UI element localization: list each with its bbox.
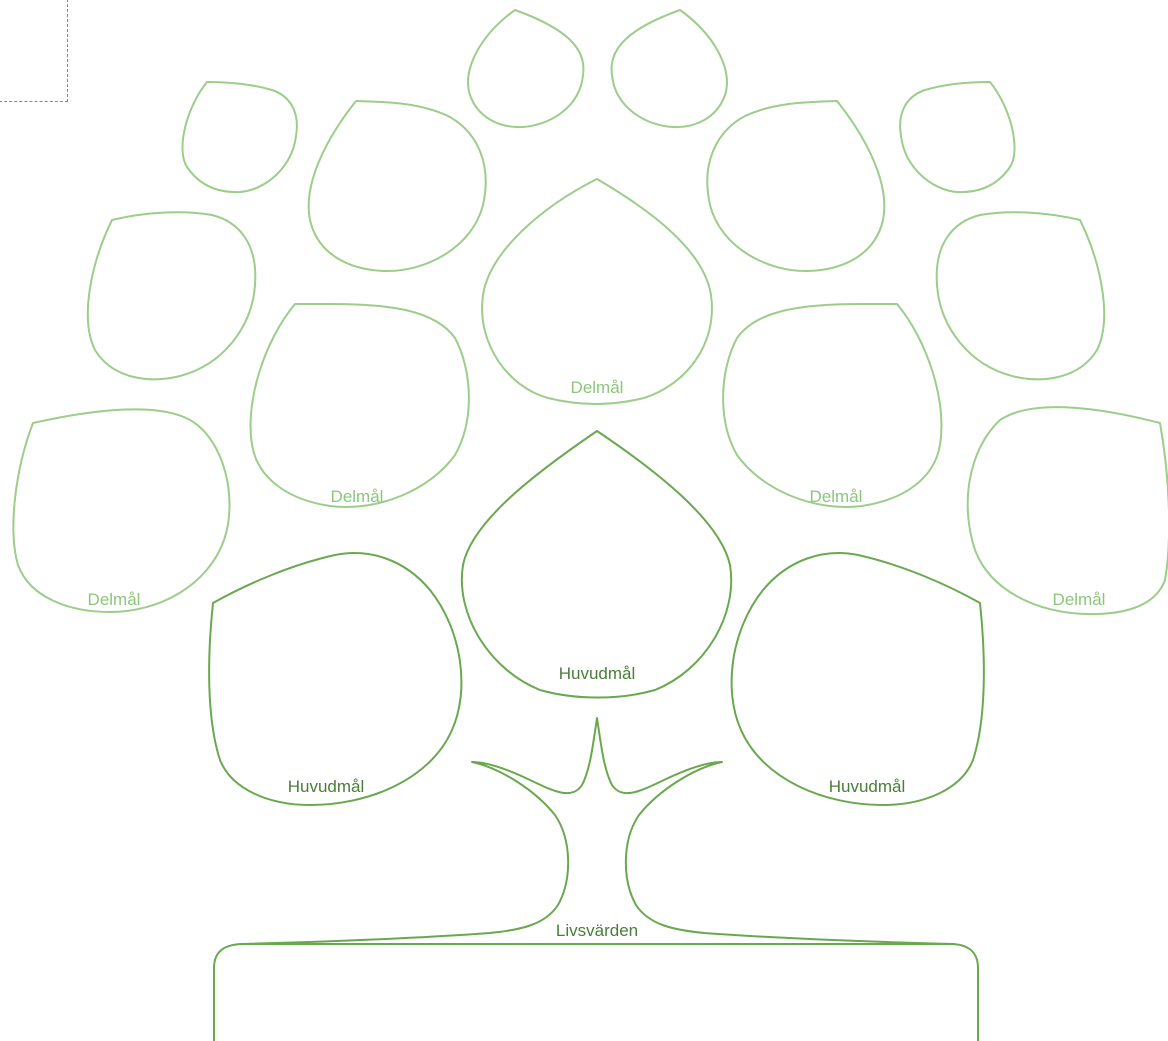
subgoal-label-far-right: Delmål: [1053, 590, 1106, 609]
leaf-upper-left: [309, 101, 486, 271]
leaf-mid-right-outer: [937, 212, 1104, 379]
leaf-subgoal-far-right: [968, 407, 1168, 614]
subgoal-label-center: Delmål: [571, 378, 624, 397]
main-goal-label-left: Huvudmål: [288, 777, 365, 796]
leaf-subgoal-left: [251, 304, 469, 507]
leaf-top-right-small: [900, 82, 1014, 192]
leaf-subgoal-right: [723, 304, 941, 507]
leaf-main-right: [732, 553, 984, 805]
main-goal-label-center: Huvudmål: [559, 664, 636, 683]
leaf-main-center: [462, 431, 731, 698]
life-values-box: [214, 944, 978, 1041]
leaf-top-left-small: [182, 82, 296, 192]
leaf-top-center-left: [468, 10, 583, 127]
leaf-mid-left-outer: [88, 212, 255, 379]
subgoal-label-left: Delmål: [331, 487, 384, 506]
subgoal-label-right: Delmål: [810, 487, 863, 506]
life-values-label: Livsvärden: [556, 921, 638, 940]
leaf-upper-right: [707, 101, 884, 271]
subgoal-label-far-left: Delmål: [88, 590, 141, 609]
main-goal-label-right: Huvudmål: [829, 777, 906, 796]
leaf-subgoal-far-left: [13, 409, 229, 612]
leaf-subgoal-center: [482, 179, 712, 404]
leaf-main-left: [209, 553, 461, 805]
tree-trunk: [240, 718, 954, 944]
leaf-top-center-right: [612, 10, 727, 127]
